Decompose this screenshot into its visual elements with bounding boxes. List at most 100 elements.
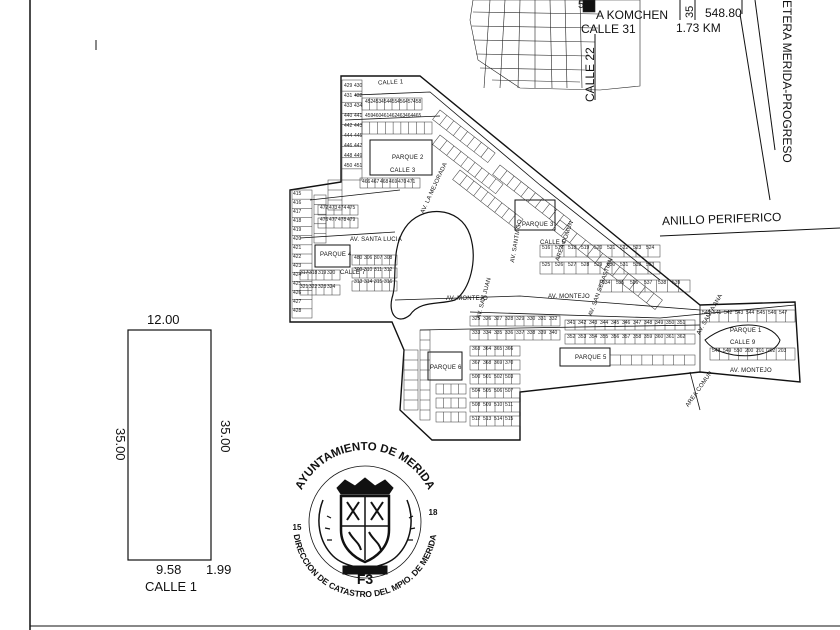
lot-row bbox=[361, 121, 433, 135]
lot-number: 544 bbox=[746, 310, 755, 316]
lot-number: 444 bbox=[344, 133, 353, 139]
park-6-outline bbox=[427, 351, 463, 381]
lot-number: 476 bbox=[320, 217, 329, 223]
lot-number: 445 bbox=[354, 133, 363, 139]
lot-number: 352 bbox=[567, 334, 576, 340]
lot-number: 431 bbox=[344, 93, 353, 99]
street-montejo-1: AV. MONTEJO bbox=[446, 296, 488, 302]
lot-number: 432 bbox=[354, 93, 363, 99]
lot-number: 550 bbox=[734, 348, 743, 354]
lot-number: 355 bbox=[600, 334, 609, 340]
calle-31-label: CALLE 31 bbox=[581, 22, 636, 36]
lot-number: 474 bbox=[338, 205, 347, 211]
park-6-label: PARQUE 6 bbox=[430, 365, 462, 371]
lot-number: 202 bbox=[767, 348, 776, 354]
lot-row bbox=[351, 280, 398, 292]
lot-number: 514 bbox=[494, 416, 503, 422]
lot-number: 525 bbox=[542, 262, 551, 268]
lot-number: 200 bbox=[745, 348, 754, 354]
lot-number: 338 bbox=[527, 330, 536, 336]
lot-number: 502 bbox=[494, 374, 503, 380]
lot-number: 451 bbox=[354, 163, 363, 169]
lot-number: 527 bbox=[568, 262, 577, 268]
lot-row bbox=[609, 354, 696, 366]
lot-row bbox=[469, 373, 521, 385]
lot-number: 447 bbox=[354, 143, 363, 149]
lot-number: 419 bbox=[293, 227, 302, 233]
lot-number: 326 bbox=[483, 316, 492, 322]
street-montejo-2: AV. MONTEJO bbox=[548, 294, 590, 300]
lot-row bbox=[564, 333, 696, 345]
park-2-outline bbox=[369, 139, 433, 176]
lot-number: 518 bbox=[568, 245, 577, 251]
street-montejo-3: AV. MONTEJO bbox=[730, 368, 772, 374]
lot-number: 356 bbox=[611, 334, 620, 340]
park-4-label: PARQUE 4 bbox=[320, 252, 352, 258]
lot-number: 203 bbox=[778, 348, 787, 354]
lot-column bbox=[291, 189, 313, 319]
lot-number: 520 bbox=[594, 245, 603, 251]
lot-row bbox=[469, 315, 561, 327]
lot-number: 462 bbox=[389, 113, 398, 119]
lot-number: 345 bbox=[611, 320, 620, 326]
lot-number: 347 bbox=[633, 320, 642, 326]
lot-row bbox=[299, 269, 341, 281]
lot-number: 359 bbox=[644, 334, 653, 340]
lot-number: 465 bbox=[413, 113, 422, 119]
park-1-label: PARQUE 1 bbox=[730, 328, 762, 334]
lot-number: 532 bbox=[633, 262, 642, 268]
lot-number: 503 bbox=[505, 374, 514, 380]
lot-number: 336 bbox=[505, 330, 514, 336]
lot-number: 329 bbox=[516, 316, 525, 322]
lot-row bbox=[317, 204, 359, 216]
coat-of-arms-icon bbox=[318, 477, 416, 575]
to-komchen-label: A KOMCHEN bbox=[596, 8, 669, 22]
lot-number: 343 bbox=[589, 320, 598, 326]
lot-number: 469 bbox=[389, 179, 398, 185]
lot-number: 468 bbox=[380, 179, 389, 185]
lot-number: 351 bbox=[677, 320, 686, 326]
partial-5-label: 5 bbox=[578, 0, 585, 11]
lot-number: 455 bbox=[389, 99, 398, 105]
lot-number: 423 bbox=[293, 263, 302, 269]
lot-number: 528 bbox=[581, 262, 590, 268]
lot-number: 348 bbox=[644, 320, 653, 326]
lot-plan-diagram bbox=[127, 329, 212, 561]
lot-number: 335 bbox=[494, 330, 503, 336]
lot-number: 320 bbox=[327, 270, 336, 276]
calle-22-label: CALLE 22 bbox=[583, 47, 597, 102]
lot-number: 370 bbox=[505, 360, 514, 366]
lot-number: 501 bbox=[483, 374, 492, 380]
lot-number: 368 bbox=[483, 360, 492, 366]
lot-row bbox=[469, 329, 561, 341]
lot-row bbox=[492, 164, 572, 231]
lot-number: 442 bbox=[344, 123, 353, 129]
lot-number: 540 bbox=[702, 310, 711, 316]
lot-number: 362 bbox=[677, 334, 686, 340]
lot-number: 450 bbox=[344, 163, 353, 169]
lot-number: 504 bbox=[472, 388, 481, 394]
lot-number: 316 bbox=[384, 279, 393, 285]
carretera-label: CARRETERA MERIDA-PROGRESO bbox=[780, 0, 794, 163]
lot-number: 427 bbox=[293, 299, 302, 305]
lot-number: 440 bbox=[344, 113, 353, 119]
lot-number: 446 bbox=[344, 143, 353, 149]
lot-number: 328 bbox=[505, 316, 514, 322]
lot-number: 500 bbox=[472, 374, 481, 380]
lot-number: 459 bbox=[365, 113, 374, 119]
lot-number: 327 bbox=[494, 316, 503, 322]
lot-number: 478 bbox=[338, 217, 347, 223]
lot-number: 361 bbox=[666, 334, 675, 340]
lot-number: 513 bbox=[483, 416, 492, 422]
lot-number: 480 bbox=[354, 255, 363, 261]
lot-depth-right: 35.00 bbox=[218, 420, 233, 453]
lot-number: 473 bbox=[329, 205, 338, 211]
lot-number: 354 bbox=[589, 334, 598, 340]
street-calle-3: CALLE 3 bbox=[390, 168, 416, 174]
lot-number: 418 bbox=[293, 218, 302, 224]
lot-number: 539 bbox=[672, 280, 681, 286]
lot-row bbox=[435, 397, 467, 409]
lot-number: 309 bbox=[354, 267, 363, 273]
lot-number: 330 bbox=[527, 316, 536, 322]
